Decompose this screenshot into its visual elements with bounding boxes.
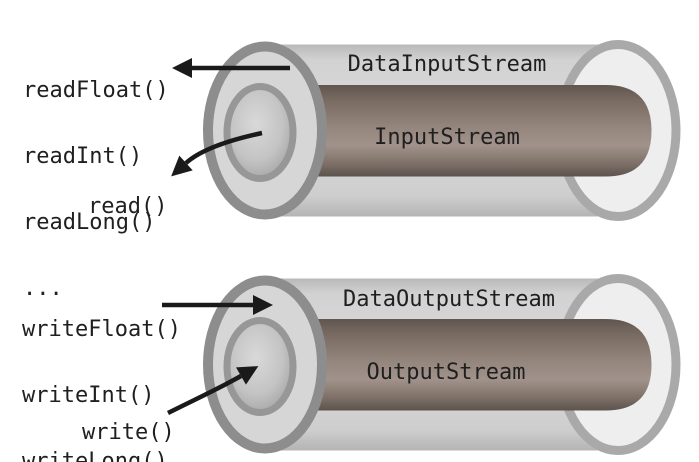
input-stream-label: InputStream [374,125,520,150]
read-core-arrow-icon [171,130,263,177]
method-item: readInt() [23,144,143,169]
output-stream-opening [223,317,297,416]
input-stream-inner-tube [267,85,652,177]
read-methods-list: readFloat() readInt() readLong() ... [23,36,169,344]
method-item: writeFloat() [22,317,181,342]
output-stream-inner-tube [267,319,652,411]
method-item: writeLong() [22,449,168,462]
method-item: readLong() [23,210,156,235]
read-method-label: read() [88,194,168,219]
method-item: ... [23,276,63,301]
write-method-label: write() [82,420,175,445]
input-pipe: DataInputStream InputStream [203,40,681,221]
arrows [162,58,290,416]
data-output-stream-label: DataOutputStream [343,287,555,312]
write-core-arrow-icon [166,366,259,416]
method-item: writeInt() [22,383,155,408]
output-pipe: DataOutputStream OutputStream [203,274,681,455]
data-input-stream-label: DataInputStream [348,52,547,77]
output-stream-label: OutputStream [367,360,526,385]
write-methods-list: writeFloat() writeInt() writeLong() ... [22,275,181,462]
method-item: readFloat() [23,78,169,103]
